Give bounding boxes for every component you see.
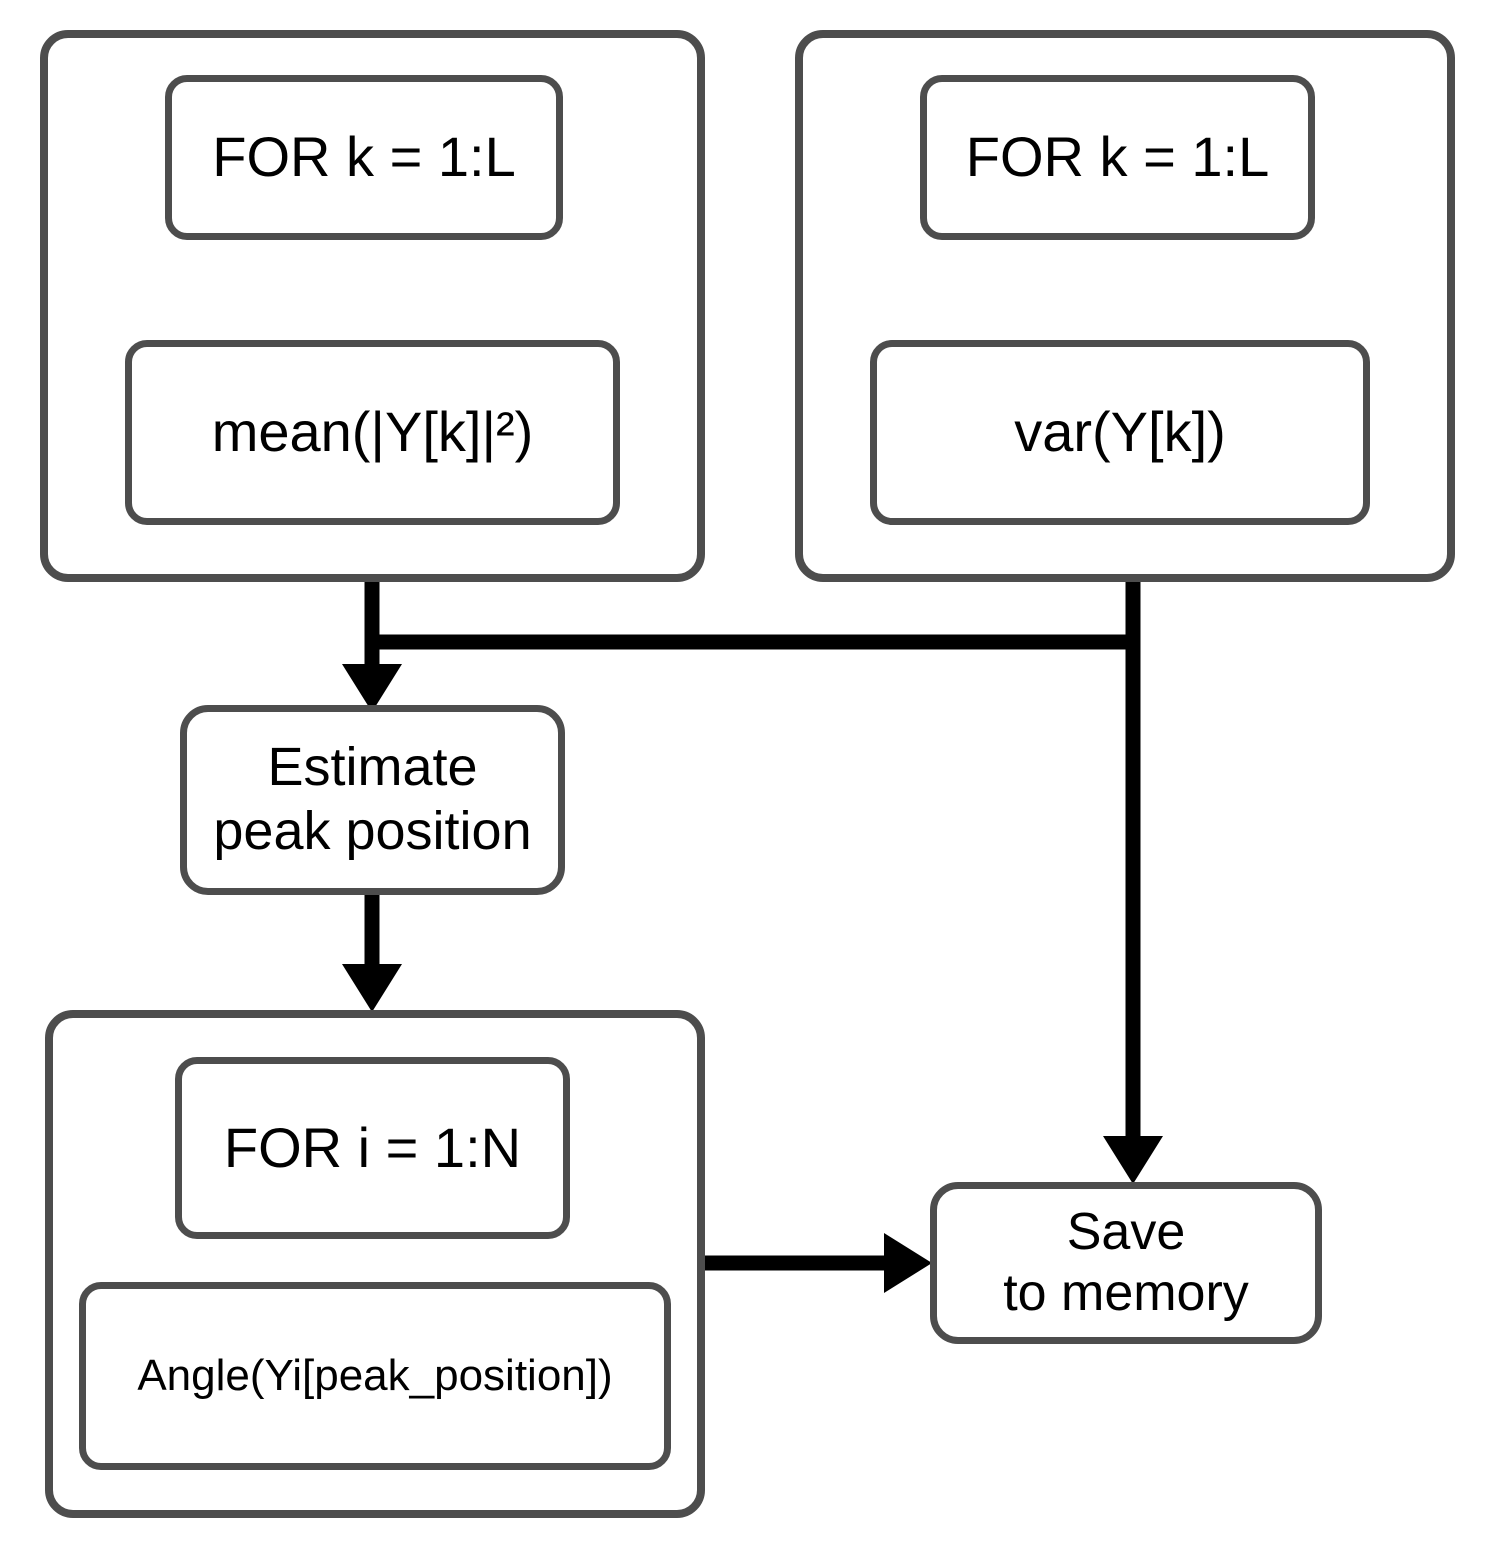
arrow-var-to-save <box>1103 578 1163 1184</box>
mean-operation-label: mean(|Y[k]|²) <box>211 400 534 464</box>
angle-operation-label: Angle(Yi[peak_position]) <box>137 1351 613 1401</box>
angle-loop-for-box: FOR i = 1:N <box>175 1057 570 1239</box>
var-loop-group: FOR k = 1:L var(Y[k]) <box>795 30 1455 582</box>
estimate-peak-position-box: Estimate peak position <box>180 705 565 895</box>
mean-loop-for-box: FOR k = 1:L <box>165 75 563 240</box>
var-operation-label: var(Y[k]) <box>1014 400 1226 464</box>
var-operation-box: var(Y[k]) <box>870 340 1370 525</box>
angle-loop-for-label: FOR i = 1:N <box>223 1115 522 1179</box>
mean-loop-group: FOR k = 1:L mean(|Y[k]|²) <box>40 30 705 582</box>
arrow-angle-loop-to-save <box>703 1233 932 1293</box>
save-to-memory-label: Save to memory <box>1003 1202 1249 1322</box>
var-loop-for-box: FOR k = 1:L <box>920 75 1315 240</box>
var-loop-for-label: FOR k = 1:L <box>965 125 1270 189</box>
angle-operation-box: Angle(Yi[peak_position]) <box>79 1282 671 1470</box>
angle-loop-group: FOR i = 1:N Angle(Yi[peak_position]) <box>45 1010 705 1518</box>
arrow-estimate-to-angle-loop <box>342 893 402 1012</box>
save-to-memory-box: Save to memory <box>930 1182 1322 1344</box>
estimate-peak-position-label: Estimate peak position <box>213 737 532 861</box>
mean-loop-for-label: FOR k = 1:L <box>212 125 516 189</box>
arrow-mean-to-estimate <box>342 578 402 712</box>
mean-operation-box: mean(|Y[k]|²) <box>125 340 620 525</box>
